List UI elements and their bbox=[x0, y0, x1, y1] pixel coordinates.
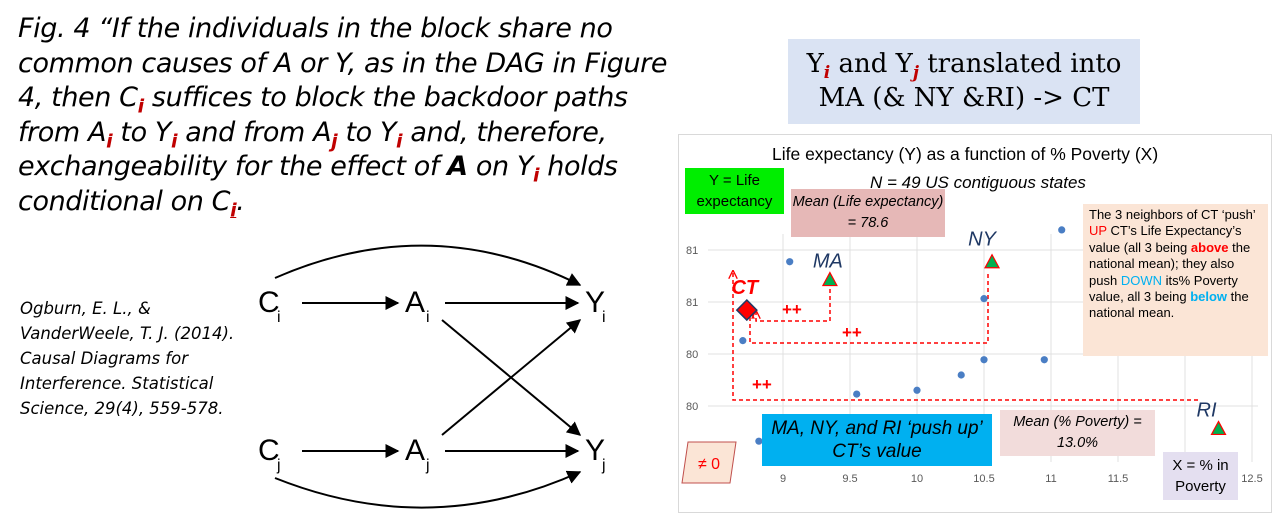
x-axis-label-box: X = % in Poverty bbox=[1163, 452, 1238, 500]
y-axis-label-box: Y = Life expectancy bbox=[685, 168, 784, 214]
y-tick-label: 80 bbox=[686, 349, 698, 361]
not-zero-badge: ≠ 0 bbox=[681, 441, 737, 484]
translation-title-box: Yi and Yj translated into MA (& NY &RI) … bbox=[788, 39, 1140, 124]
mean-life-expectancy-box: Mean (Life expectancy) = 78.6 bbox=[791, 189, 945, 237]
data-point bbox=[786, 258, 794, 266]
svg-text:i: i bbox=[277, 309, 281, 326]
plus-label-ny: ++ bbox=[842, 323, 862, 342]
dag-edge-cj-yj bbox=[274, 470, 582, 509]
svg-text:j: j bbox=[601, 457, 606, 474]
plus-label-ma: ++ bbox=[782, 300, 802, 319]
svg-text:C: C bbox=[258, 286, 280, 319]
label-ny: NY bbox=[968, 229, 997, 251]
highlighted-states: CT MA NY RI bbox=[731, 229, 1227, 436]
svg-text:j: j bbox=[425, 457, 430, 474]
svg-text:j: j bbox=[276, 457, 281, 474]
dag-node-yi: Y i bbox=[585, 286, 606, 326]
dag-node-cj: C j bbox=[258, 434, 281, 474]
marker-ri bbox=[1210, 420, 1227, 436]
svg-text:Y: Y bbox=[585, 286, 605, 319]
data-point bbox=[1040, 356, 1048, 364]
label-ri: RI bbox=[1197, 399, 1217, 421]
marker-ct bbox=[735, 299, 758, 322]
data-point bbox=[739, 337, 747, 345]
x-tick-label: 10.5 bbox=[973, 473, 994, 485]
svg-text:C: C bbox=[258, 434, 280, 467]
data-point bbox=[980, 295, 988, 303]
figure-quote: Fig. 4 “If the individuals in the block … bbox=[18, 13, 668, 221]
mean-poverty-box: Mean (% Poverty) = 13.0% bbox=[1000, 410, 1155, 456]
y-tick-label: 81 bbox=[686, 297, 698, 309]
dag-edge-ci-yi bbox=[274, 244, 582, 286]
dag-node-aj: A j bbox=[405, 434, 430, 474]
data-point bbox=[957, 371, 965, 379]
x-tick-label: 11 bbox=[1045, 473, 1056, 485]
data-point bbox=[980, 356, 988, 364]
svg-text:i: i bbox=[602, 309, 606, 326]
chart-title: Life expectancy (Y) as a function of % P… bbox=[772, 144, 1159, 164]
data-point bbox=[755, 437, 763, 445]
svg-text:A: A bbox=[405, 434, 425, 467]
push-arrows bbox=[733, 272, 1198, 401]
dag-edge-aj-yi bbox=[441, 319, 582, 436]
chart-subtitle: N = 49 US contiguous states bbox=[870, 173, 1086, 192]
x-tick-label: 12.5 bbox=[1241, 473, 1262, 485]
dag-node-yj: Y j bbox=[585, 434, 606, 474]
svg-text:A: A bbox=[405, 286, 425, 319]
marker-ny bbox=[984, 253, 1001, 269]
label-ct: CT bbox=[731, 277, 759, 299]
y-tick-labels: 81 81 80 80 bbox=[686, 245, 698, 413]
y-tick-label: 80 bbox=[686, 401, 698, 413]
explanation-note-box: The 3 neighbors of CT ‘push’ UP CT’s Lif… bbox=[1083, 204, 1268, 356]
push-up-label-box: MA, NY, and RI ‘push up’ CT’s value bbox=[762, 414, 992, 466]
x-tick-label: 10 bbox=[911, 473, 923, 485]
dag-node-ci: C i bbox=[258, 286, 281, 326]
svg-text:i: i bbox=[426, 309, 430, 326]
x-tick-label: 9.5 bbox=[842, 473, 857, 485]
x-tick-label: 9 bbox=[780, 473, 786, 485]
dag-diagram: C i A i Y i C j A j Y j bbox=[258, 244, 606, 509]
data-point bbox=[1058, 226, 1066, 234]
x-tick-label: 11.5 bbox=[1108, 473, 1129, 485]
svg-text:Y: Y bbox=[585, 434, 605, 467]
dag-node-ai: A i bbox=[405, 286, 430, 326]
label-ma: MA bbox=[813, 251, 843, 273]
y-tick-label: 81 bbox=[686, 245, 698, 257]
marker-ma bbox=[821, 271, 838, 287]
plus-label-ri: ++ bbox=[752, 375, 772, 394]
svg-text:≠ 0: ≠ 0 bbox=[698, 456, 720, 473]
data-point bbox=[913, 386, 921, 394]
citation: Ogburn, E. L., & VanderWeele, T. J. (201… bbox=[20, 299, 235, 418]
data-point bbox=[853, 390, 861, 398]
